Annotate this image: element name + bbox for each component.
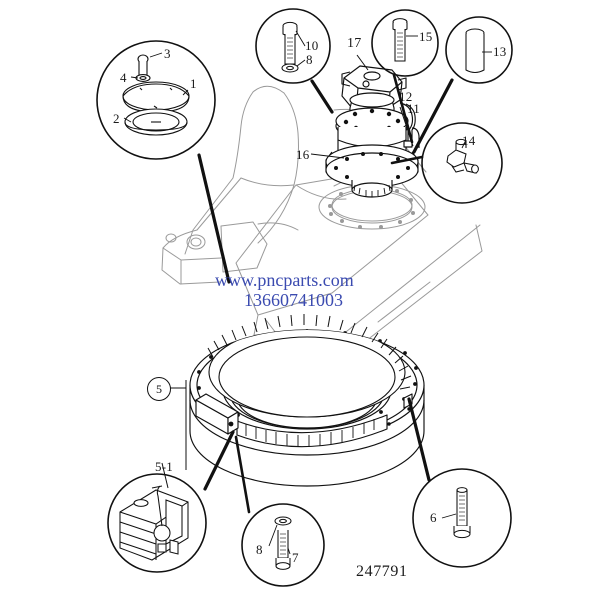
callout-circle-bolt6 xyxy=(412,468,512,568)
leader-bolt7 xyxy=(234,435,251,514)
bolt10-washer8-art xyxy=(281,21,299,73)
leader-bolt15 xyxy=(392,73,414,144)
callout-circle-bolt15 xyxy=(371,9,439,77)
callout-circle-pin13 xyxy=(445,16,513,84)
bolt7-washer8-art xyxy=(274,516,292,570)
item-label-1: 1 xyxy=(190,76,197,91)
item-label-7: 7 xyxy=(292,550,299,565)
fitting14-art xyxy=(446,138,479,174)
watermark-phone: 13660741003 xyxy=(244,290,343,310)
leader-bolt10 xyxy=(310,79,334,114)
item-label-14: 14 xyxy=(462,133,476,148)
item-circle-5: 5 xyxy=(147,377,171,401)
item-label-12: 12 xyxy=(399,89,413,104)
leader-fitting14 xyxy=(390,155,424,165)
bolt15-art xyxy=(392,18,408,62)
part-number: 247791 xyxy=(356,563,408,580)
item-label-16: 16 xyxy=(296,147,310,162)
leader-pin13 xyxy=(412,78,454,154)
bolt6-art xyxy=(453,487,471,539)
item-label-11: 11 xyxy=(407,101,420,116)
watermark-site: www.pncparts.com xyxy=(215,270,354,290)
item-label-10: 10 xyxy=(305,38,319,53)
callout-circle-bolt7 xyxy=(241,503,325,587)
callout-circle-cap-detail xyxy=(96,40,216,160)
leader-cap-detail xyxy=(197,153,231,284)
item-label-8-top: 8 xyxy=(306,52,313,67)
cap-seal-detail-art xyxy=(122,54,190,136)
item-label-4: 4 xyxy=(120,70,127,85)
callout-circle-bolt10 xyxy=(255,8,331,84)
plug-5-1-art xyxy=(119,485,189,561)
item-label-5-1: 5-1 xyxy=(155,459,173,474)
item-label-17: 17 xyxy=(347,36,362,51)
item-label-6: 6 xyxy=(430,510,437,525)
item-label-3: 3 xyxy=(164,46,171,61)
item-label-13: 13 xyxy=(493,44,507,59)
pin13-art xyxy=(465,28,485,74)
callout-circle-fitting14 xyxy=(421,122,503,204)
leader-plug51 xyxy=(203,430,235,491)
item-label-8-bottom: 8 xyxy=(256,542,263,557)
callout-circle-plug51 xyxy=(107,473,207,573)
leader-bolt6 xyxy=(407,397,431,482)
item-label-2: 2 xyxy=(113,111,120,126)
item-label-15: 15 xyxy=(419,29,433,44)
